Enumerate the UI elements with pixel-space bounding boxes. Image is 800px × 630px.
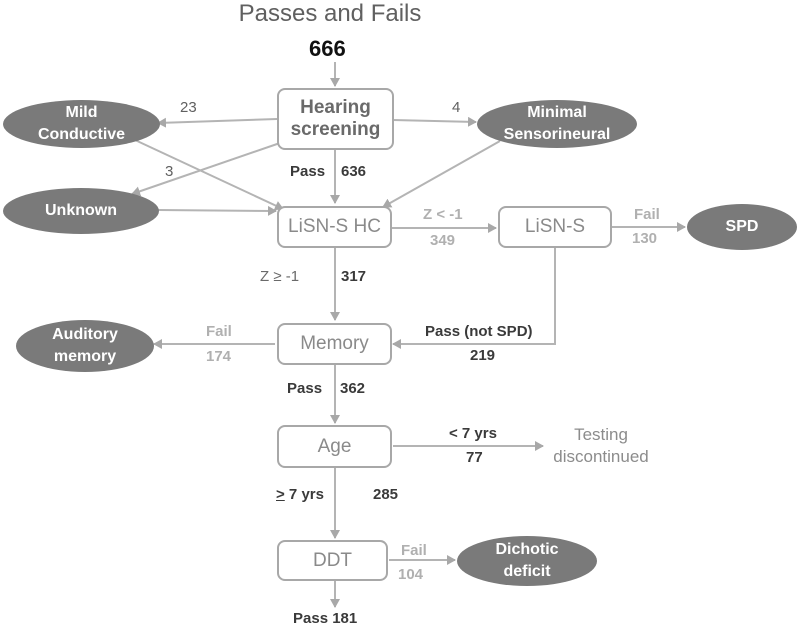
count-317: 317 bbox=[341, 268, 367, 285]
count-104: 104 bbox=[398, 566, 424, 583]
hearing-screening-line1: Hearing bbox=[300, 97, 371, 118]
memory-box: Memory bbox=[277, 323, 392, 365]
under-7-label: < 7 yrs bbox=[449, 425, 497, 442]
fail-ddt-label: Fail bbox=[401, 542, 427, 559]
count-77: 77 bbox=[466, 449, 483, 466]
pass-not-spd-label: Pass (not SPD) bbox=[425, 323, 533, 340]
mild-conductive-line2: Conductive bbox=[37, 126, 126, 143]
minimal-sensorineural-line1: Minimal bbox=[527, 104, 587, 121]
edge-mild-to-lisn bbox=[134, 139, 284, 211]
count-unknown: 3 bbox=[165, 163, 174, 180]
count-349: 349 bbox=[430, 232, 456, 249]
edge-minimal-to-lisn bbox=[382, 140, 501, 208]
pass-362-label: Pass bbox=[287, 380, 323, 397]
dichotic-deficit-node: Dichotic deficit bbox=[457, 536, 597, 586]
minimal-sensorineural-line2: Sensorineural bbox=[503, 126, 611, 143]
start-count: 666 bbox=[309, 36, 346, 61]
mild-conductive-line1: Mild bbox=[65, 104, 98, 121]
hearing-screening-box: Hearing screening bbox=[277, 88, 394, 150]
over-7-text: 7 yrs bbox=[284, 486, 324, 503]
over-7-label: > 7 yrs bbox=[276, 486, 324, 503]
ddt-box: DDT bbox=[277, 540, 388, 581]
edge-unknown-to-lisn bbox=[157, 205, 277, 216]
testing-discontinued-line2: discontinued bbox=[553, 447, 649, 466]
pass-636-count: 636 bbox=[341, 163, 367, 180]
fail-memory-label: Fail bbox=[206, 323, 232, 340]
edge-hearing-to-unknown bbox=[131, 142, 281, 197]
spd-node: SPD bbox=[687, 204, 797, 250]
lisn-hc-box: LiSN-S HC bbox=[277, 206, 392, 248]
edge-hearing-to-mild bbox=[157, 117, 278, 128]
pass-636-label: Pass bbox=[290, 163, 326, 180]
auditory-memory-line2: memory bbox=[53, 348, 117, 365]
lisn-s-box: LiSN-S bbox=[498, 206, 612, 248]
count-285: 285 bbox=[373, 486, 399, 503]
fail-spd-label: Fail bbox=[634, 206, 660, 223]
testing-discontinued-line1: Testing bbox=[574, 425, 628, 444]
edge-lisns-to-memory bbox=[392, 246, 556, 349]
unknown-node: Unknown bbox=[3, 188, 159, 234]
z-less-label: Z < -1 bbox=[423, 206, 463, 223]
z-greater-equal-label: Z ≥ -1 bbox=[260, 268, 300, 285]
count-174: 174 bbox=[206, 348, 232, 365]
count-219: 219 bbox=[470, 347, 496, 364]
pass-181-label: Pass 181 bbox=[293, 610, 358, 627]
auditory-memory-node: Auditory memory bbox=[16, 320, 154, 372]
testing-discontinued: Testing discontinued bbox=[545, 424, 657, 468]
mild-conductive-node: Mild Conductive bbox=[3, 100, 160, 148]
minimal-sensorineural-node: Minimal Sensorineural bbox=[477, 100, 637, 148]
count-minimal-sensorineural: 4 bbox=[452, 99, 461, 116]
dichotic-deficit-line2: deficit bbox=[503, 563, 551, 580]
auditory-memory-line1: Auditory bbox=[52, 326, 118, 343]
hearing-screening-line2: screening bbox=[290, 119, 381, 140]
diagram-title: Passes and Fails bbox=[238, 0, 422, 27]
count-130: 130 bbox=[632, 230, 658, 247]
dichotic-deficit-line1: Dichotic bbox=[495, 541, 559, 558]
pass-362-count: 362 bbox=[340, 380, 366, 397]
age-box: Age bbox=[277, 425, 392, 468]
edge-hearing-to-minimal bbox=[392, 116, 477, 127]
count-mild-conductive: 23 bbox=[180, 99, 197, 116]
over-7-symbol: > bbox=[276, 486, 285, 503]
